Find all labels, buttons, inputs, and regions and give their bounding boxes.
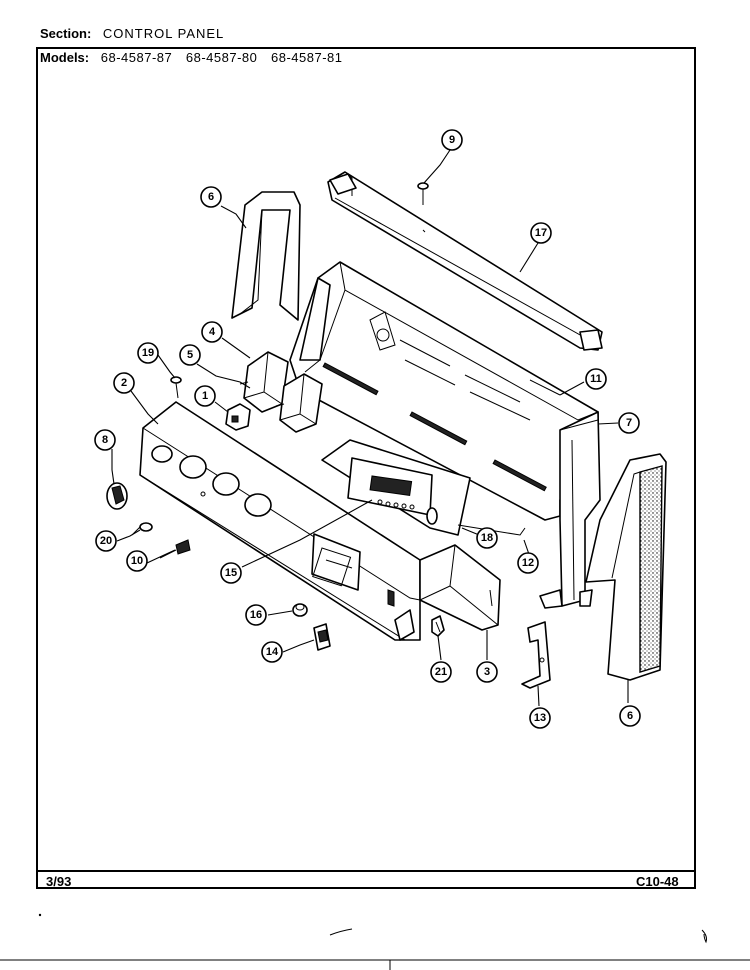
callout-number: 13 — [534, 712, 546, 724]
callout-10: 10 — [126, 550, 148, 572]
callout-number: 6 — [208, 191, 214, 203]
callout-1: 1 — [194, 385, 216, 407]
callout-7: 7 — [618, 412, 640, 434]
callout-number: 8 — [102, 434, 108, 446]
callout-15: 15 — [220, 562, 242, 584]
callout-2: 2 — [113, 372, 135, 394]
footer-date: 3/93 — [46, 874, 72, 889]
callout-number: 2 — [121, 377, 127, 389]
callout-number: 11 — [590, 373, 602, 385]
infinite-switch-part — [275, 373, 323, 433]
models-label: Models: — [40, 50, 90, 65]
callout-14: 14 — [261, 641, 283, 663]
callout-20: 20 — [95, 530, 117, 552]
control-panel-part — [139, 401, 421, 641]
callout-12: 12 — [517, 552, 539, 574]
callout-number: 20 — [100, 535, 112, 547]
section-value: CONTROL PANEL — [102, 26, 225, 41]
callout-9: 9 — [441, 129, 463, 151]
callout-17: 17 — [530, 222, 552, 244]
callout-number: 10 — [131, 555, 143, 567]
callout-3: 3 — [476, 661, 498, 683]
indicator-light-part — [131, 522, 153, 536]
models-line: Models: 68-4587-87 68-4587-80 68-4587-81 — [40, 50, 353, 65]
callout-number: 1 — [202, 390, 208, 402]
callout-number: 16 — [250, 609, 262, 621]
rear-bracket-part — [457, 524, 526, 536]
callout-number: 4 — [209, 326, 216, 338]
callout-number: 17 — [535, 227, 547, 239]
backguard-frame-part — [289, 261, 601, 609]
screw-part — [417, 182, 429, 205]
infinite-switch-part — [239, 351, 289, 413]
panel-screw-part — [170, 376, 182, 399]
callout-19: 19 — [137, 342, 159, 364]
callout-number: 18 — [481, 532, 493, 544]
callout-number: 15 — [225, 567, 237, 579]
model-number: 68-4587-81 — [271, 50, 343, 65]
diagram-frame — [36, 47, 696, 889]
callout-5: 5 — [179, 344, 201, 366]
clock-bracket-part — [321, 439, 471, 536]
rocker-switch-part — [313, 623, 331, 651]
left-end-cap-part — [231, 191, 301, 321]
model-number: 68-4587-80 — [185, 50, 258, 65]
mounting-bracket-part — [521, 621, 551, 689]
section-label: Section: — [40, 26, 92, 41]
callout-number: 14 — [266, 646, 279, 658]
callout-number: 9 — [449, 134, 455, 146]
footer-divider — [36, 870, 696, 872]
callout-4: 4 — [201, 321, 223, 343]
right-frame-edge — [559, 419, 599, 431]
leader-lines — [111, 149, 629, 707]
section-line: Section: CONTROL PANEL — [40, 26, 224, 41]
callout-13: 13 — [529, 707, 551, 729]
top-rail-part — [327, 171, 603, 351]
scan-artifacts — [0, 913, 750, 970]
callout-number: 6 — [627, 710, 633, 722]
callout-18: 18 — [476, 527, 498, 549]
callout-16: 16 — [245, 604, 267, 626]
push-button-part — [292, 603, 308, 617]
callout-number: 12 — [522, 557, 534, 569]
footer-page-code: C10-48 — [636, 874, 679, 889]
clip-part — [431, 615, 445, 637]
callout-number: 7 — [626, 417, 632, 429]
callout-number: 5 — [187, 349, 193, 361]
callout-21: 21 — [430, 661, 452, 683]
callout-6: 6 — [200, 186, 222, 208]
callout-11: 11 — [585, 368, 607, 390]
callout-8: 8 — [94, 429, 116, 451]
model-number: 68-4587-87 — [100, 50, 173, 65]
callout-number: 3 — [484, 666, 490, 678]
callout-number: 19 — [142, 347, 154, 359]
selector-switch-part — [225, 403, 251, 431]
right-end-cap-part — [585, 453, 667, 681]
trim-strip-part — [419, 544, 501, 631]
callout-6: 6 — [619, 705, 641, 727]
control-knob-part — [106, 482, 128, 510]
callout-number: 21 — [435, 666, 447, 678]
